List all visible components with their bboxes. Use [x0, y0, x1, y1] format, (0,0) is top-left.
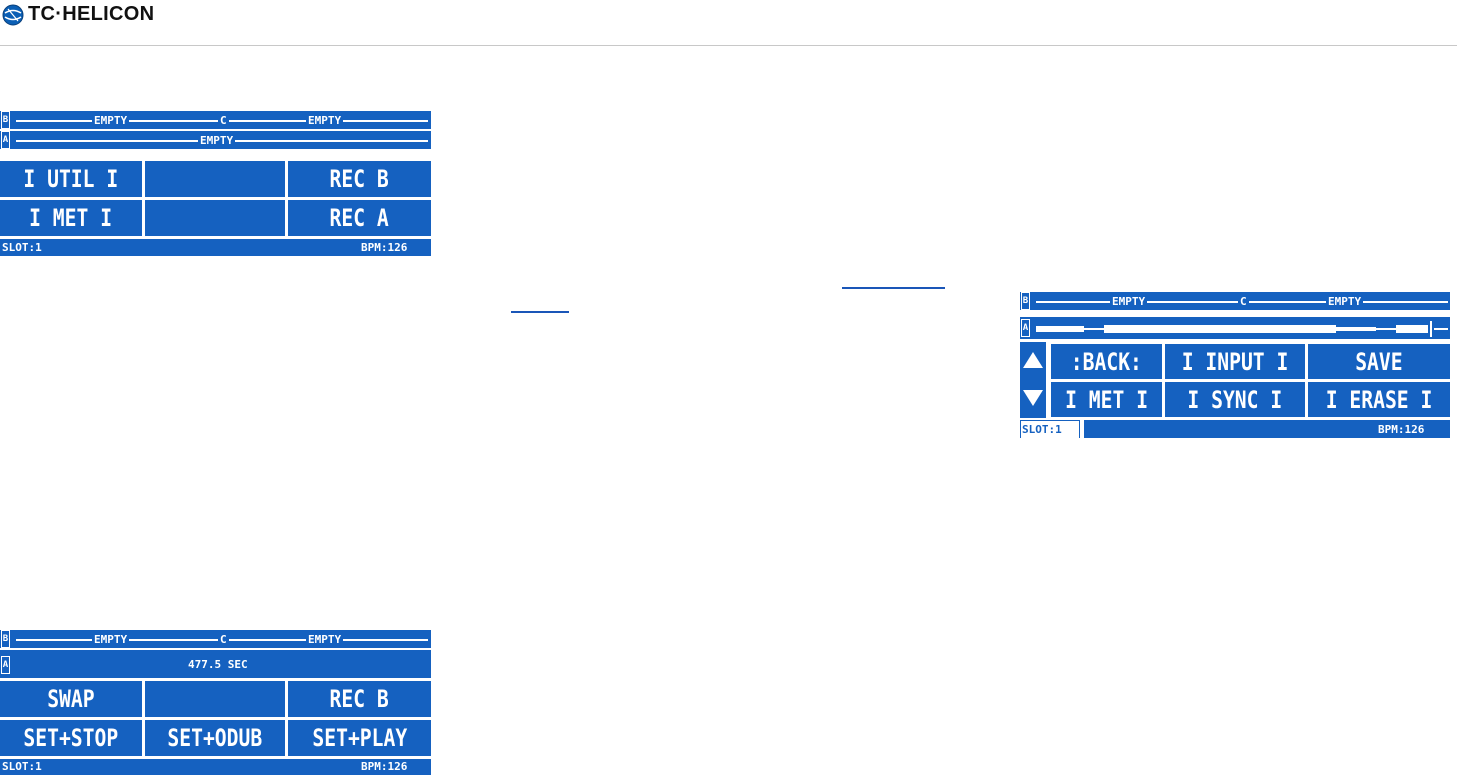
track-a-tag: A — [1, 656, 10, 674]
slot-tab — [1020, 420, 1080, 438]
swap-button[interactable]: SWAP — [0, 681, 142, 717]
rec-b-button[interactable]: REC B — [288, 161, 431, 197]
button-label: I ERASE I — [1325, 385, 1433, 414]
set-stop-button[interactable]: SET+STOP — [0, 720, 142, 756]
back-button[interactable]: :BACK: — [1051, 344, 1162, 379]
track-b-right-label: EMPTY — [1326, 295, 1364, 308]
met-button[interactable]: I MET I — [0, 200, 142, 236]
button-label: SET+PLAY — [312, 724, 407, 752]
input-button[interactable]: I INPUT I — [1165, 344, 1305, 379]
button-label: SET+ODUB — [167, 724, 263, 752]
record-time-label: 477.5 SEC — [188, 658, 248, 671]
save-button[interactable]: SAVE — [1308, 344, 1450, 379]
empty-button[interactable] — [145, 200, 285, 236]
bpm-label: BPM:126 — [1378, 423, 1425, 436]
track-c-label: C — [218, 114, 229, 127]
util-button[interactable]: I UTIL I — [0, 161, 142, 197]
bpm-label: BPM:126 — [361, 760, 408, 773]
empty-button[interactable] — [145, 681, 285, 717]
rec-a-button[interactable]: REC A — [288, 200, 431, 236]
track-a-tag: A — [1021, 319, 1030, 337]
track-a-waveform — [1036, 321, 1448, 337]
button-label: SET+STOP — [23, 724, 119, 752]
track-b-left-label: EMPTY — [92, 114, 130, 127]
track-a-label: EMPTY — [198, 134, 236, 147]
empty-button[interactable] — [145, 161, 285, 197]
track-b-right-label: EMPTY — [306, 114, 344, 127]
sync-button[interactable]: I SYNC I — [1165, 382, 1305, 417]
button-label: I SYNC I — [1187, 385, 1283, 414]
up-arrow-icon[interactable] — [1023, 352, 1043, 368]
met-button[interactable]: I MET I — [1051, 382, 1162, 417]
erase-button[interactable]: I ERASE I — [1308, 382, 1450, 417]
button-label: I UTIL I — [23, 165, 119, 193]
rec-b-button[interactable]: REC B — [288, 681, 431, 717]
slot-label: SLOT:1 — [1022, 423, 1062, 436]
lcd-screen-util: B EMPTY C EMPTY A :BACK: I INPUT I SAVE … — [1020, 292, 1450, 438]
button-label: REC A — [329, 204, 390, 232]
track-b-right-label: EMPTY — [306, 633, 344, 646]
button-label: SWAP — [47, 685, 95, 713]
button-label: SAVE — [1355, 347, 1403, 376]
status-bar — [1084, 420, 1450, 438]
button-label: I INPUT I — [1181, 347, 1289, 376]
track-c-label: C — [1238, 295, 1249, 308]
lcd-screen-main: B EMPTY C EMPTY A EMPTY I UTIL I REC B I… — [0, 111, 431, 256]
set-play-button[interactable]: SET+PLAY — [288, 720, 431, 756]
link-underline[interactable] — [511, 311, 569, 313]
button-label: REC B — [329, 685, 390, 713]
track-a-tag: A — [1, 131, 10, 149]
set-odub-button[interactable]: SET+ODUB — [145, 720, 285, 756]
brand-logo: TC·HELICON — [2, 3, 154, 26]
link-underline[interactable] — [842, 287, 945, 289]
status-bar — [0, 239, 431, 256]
slot-label: SLOT:1 — [2, 760, 42, 773]
brand-name: TC·HELICON — [28, 3, 155, 25]
slot-label: SLOT:1 — [2, 241, 42, 254]
lcd-screen-recording: B EMPTY C EMPTY A 477.5 SEC SWAP REC B S… — [0, 630, 431, 775]
button-label: REC B — [329, 165, 390, 193]
helicon-globe-icon — [2, 4, 24, 25]
down-arrow-icon[interactable] — [1023, 390, 1043, 406]
track-c-label: C — [218, 633, 229, 646]
track-b-tag: B — [1, 111, 10, 129]
track-b-left-label: EMPTY — [92, 633, 130, 646]
track-b-tag: B — [1, 630, 10, 648]
button-label: I MET I — [29, 204, 113, 232]
track-b-tag: B — [1021, 292, 1030, 310]
track-b-left-label: EMPTY — [1110, 295, 1148, 308]
button-label: :BACK: — [1070, 347, 1143, 376]
page-header: TC·HELICON — [0, 0, 1457, 46]
button-label: I MET I — [1065, 385, 1148, 414]
status-bar — [0, 759, 431, 775]
bpm-label: BPM:126 — [361, 241, 408, 254]
track-a-row — [0, 650, 431, 678]
